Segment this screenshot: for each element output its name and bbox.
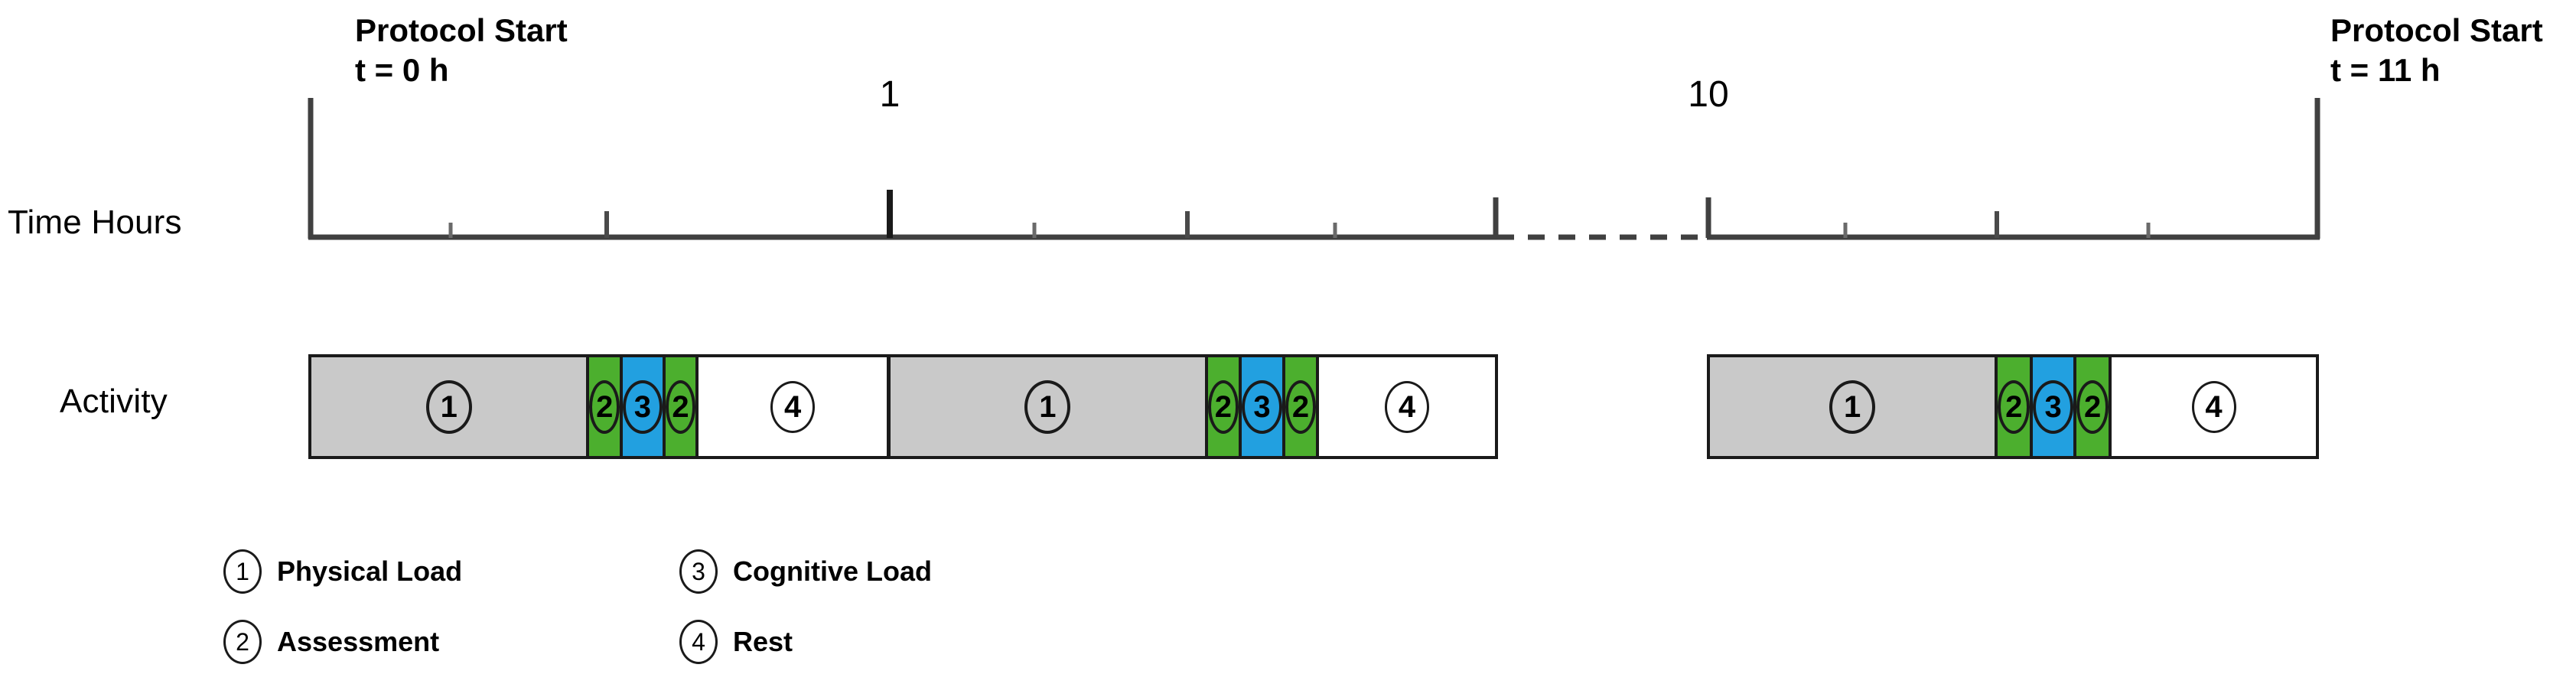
axis-tick-label-1: 1 bbox=[879, 74, 900, 115]
legend-badge-3: 3 bbox=[679, 549, 718, 594]
axis-tick-label-10: 10 bbox=[1688, 74, 1729, 115]
activity-segment-assessment-a[interactable]: 2 bbox=[1995, 357, 2031, 456]
legend-badge-4: 4 bbox=[679, 620, 718, 664]
activity-segment-rest[interactable]: 4 bbox=[1316, 357, 1495, 456]
segment-badge-1: 1 bbox=[1024, 379, 1071, 434]
activity-segment-physical-load[interactable]: 1 bbox=[1710, 357, 1995, 456]
legend-label-cognitive-load: Cognitive Load bbox=[733, 555, 932, 587]
segment-badge-3: 3 bbox=[623, 379, 663, 434]
segment-badge-2: 2 bbox=[589, 379, 620, 434]
activity-segment-assessment-b[interactable]: 2 bbox=[662, 357, 696, 456]
segment-badge-4: 4 bbox=[1385, 380, 1430, 433]
activity-segment-physical-load[interactable]: 1 bbox=[891, 357, 1205, 456]
segment-badge-2: 2 bbox=[2076, 379, 2109, 434]
segment-badge-1: 1 bbox=[1829, 379, 1876, 434]
legend: 1 Physical Load 2 Assessment 3 Cognitive… bbox=[0, 549, 2576, 687]
activity-segment-physical-load[interactable]: 1 bbox=[311, 357, 587, 456]
legend-item-physical-load: 1 Physical Load bbox=[223, 549, 462, 594]
protocol-start-right: Protocol Start t = 11 h bbox=[2330, 11, 2543, 90]
segment-badge-2: 2 bbox=[665, 379, 696, 434]
legend-item-rest: 4 Rest bbox=[679, 620, 793, 664]
activity-segment-cognitive-load[interactable]: 3 bbox=[2030, 357, 2074, 456]
activity-strip: 1 2 3 2 4 1 2 3 2 4 bbox=[0, 354, 2576, 461]
segment-badge-2: 2 bbox=[1207, 379, 1239, 434]
activity-bar-cycle-1: 1 2 3 2 4 bbox=[308, 354, 890, 459]
legend-label-assessment: Assessment bbox=[277, 626, 440, 657]
protocol-start-left-time: t = 0 h bbox=[355, 52, 449, 88]
activity-bar-cycle-n: 1 2 3 2 4 bbox=[1707, 354, 2319, 459]
activity-segment-assessment-a[interactable]: 2 bbox=[1204, 357, 1239, 456]
activity-segment-assessment-b[interactable]: 2 bbox=[1281, 357, 1317, 456]
segment-badge-2: 2 bbox=[1285, 379, 1317, 434]
legend-item-cognitive-load: 3 Cognitive Load bbox=[679, 549, 932, 594]
segment-badge-4: 4 bbox=[2191, 380, 2236, 433]
activity-segment-assessment-a[interactable]: 2 bbox=[586, 357, 620, 456]
legend-label-rest: Rest bbox=[733, 626, 793, 657]
legend-badge-1: 1 bbox=[223, 549, 262, 594]
protocol-start-right-time: t = 11 h bbox=[2330, 52, 2441, 88]
activity-segment-cognitive-load[interactable]: 3 bbox=[1239, 357, 1282, 456]
legend-item-assessment: 2 Assessment bbox=[223, 620, 439, 664]
protocol-start-right-title: Protocol Start bbox=[2330, 12, 2543, 48]
legend-label-physical-load: Physical Load bbox=[277, 555, 463, 587]
row-label-activity: Activity bbox=[60, 383, 168, 420]
activity-bar-cycle-2: 1 2 3 2 4 bbox=[887, 354, 1498, 459]
activity-segment-rest[interactable]: 4 bbox=[695, 357, 887, 456]
segment-badge-3: 3 bbox=[1242, 379, 1282, 434]
segment-badge-3: 3 bbox=[2033, 379, 2074, 434]
legend-badge-2: 2 bbox=[223, 620, 262, 664]
activity-segment-assessment-b[interactable]: 2 bbox=[2073, 357, 2109, 456]
segment-badge-4: 4 bbox=[770, 380, 816, 433]
protocol-start-left-title: Protocol Start bbox=[355, 12, 568, 48]
segment-badge-2: 2 bbox=[1998, 379, 2031, 434]
activity-segment-cognitive-load[interactable]: 3 bbox=[620, 357, 663, 456]
protocol-start-left: Protocol Start t = 0 h bbox=[355, 11, 568, 90]
activity-segment-rest[interactable]: 4 bbox=[2109, 357, 2316, 456]
row-label-time-hours: Time Hours bbox=[8, 204, 182, 241]
segment-badge-1: 1 bbox=[425, 379, 472, 434]
